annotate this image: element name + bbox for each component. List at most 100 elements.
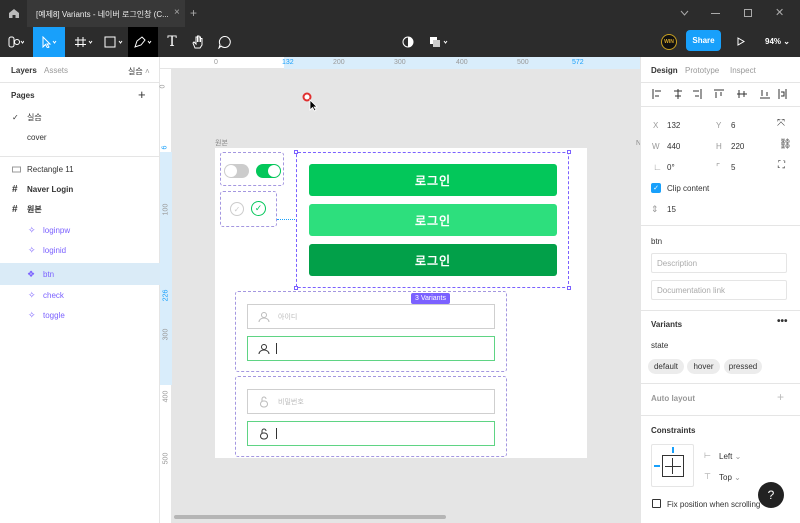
add-page-icon[interactable]: +	[138, 87, 146, 102]
resize-handle[interactable]	[567, 286, 571, 290]
variants-badge[interactable]: 3 Variants	[411, 293, 450, 304]
ruler-tick: 500	[162, 452, 170, 465]
x-input[interactable]: 132	[667, 121, 681, 130]
radius-input[interactable]: 5	[731, 163, 736, 172]
hand-icon	[192, 35, 203, 49]
tab-layers[interactable]: Layers	[11, 66, 37, 75]
shape-tool-button[interactable]	[101, 27, 127, 57]
spacing-input[interactable]: 15	[667, 205, 676, 214]
id-field-default[interactable]: 아이디	[247, 304, 495, 329]
main-menu-button[interactable]	[0, 27, 32, 57]
page-item-cover[interactable]: cover	[0, 127, 160, 147]
rotation-input[interactable]: 0°	[667, 163, 675, 172]
comment-tool-button[interactable]	[214, 27, 236, 57]
check-component-set[interactable]	[220, 191, 277, 227]
more-options-icon[interactable]: •••	[777, 316, 788, 327]
frame-label[interactable]: 원본	[215, 140, 228, 147]
variant-value-default[interactable]: default	[648, 359, 684, 374]
home-icon[interactable]	[8, 8, 20, 19]
resize-handle[interactable]	[294, 150, 298, 154]
clip-content-checkbox[interactable]: ✓	[651, 183, 661, 193]
maximize-icon[interactable]	[744, 9, 752, 17]
page-selector[interactable]: 실습 ˄	[128, 66, 150, 77]
pen-tool-button[interactable]	[128, 27, 158, 57]
loginpw-component-set[interactable]	[235, 376, 507, 457]
login-button-default[interactable]: 로그인	[309, 164, 557, 196]
add-auto-layout-icon[interactable]: +	[777, 390, 785, 404]
vertical-constraint-select[interactable]: Top ⌄	[719, 473, 741, 482]
vertical-ruler: 0 6 100 226 300 400 500	[159, 69, 172, 523]
hand-tool-button[interactable]	[187, 27, 209, 57]
description-input[interactable]: Description	[651, 253, 787, 273]
layer-naver-login[interactable]: # Naver Login	[0, 179, 160, 199]
login-button-pressed[interactable]: 로그인	[309, 244, 557, 276]
layer-loginid[interactable]: ✧ loginid	[0, 240, 160, 260]
id-placeholder: 아이디	[278, 313, 298, 321]
pw-field-focused[interactable]	[247, 421, 495, 446]
chevron-down-icon[interactable]	[680, 10, 689, 16]
layer-check[interactable]: ✧ check	[0, 285, 160, 305]
file-tab[interactable]: [예제8] Variants - 네이버 로그인창 (C... ×	[27, 0, 185, 27]
h-input[interactable]: 220	[731, 142, 745, 151]
pw-field-default[interactable]: 비밀번호	[247, 389, 495, 414]
fix-position-checkbox[interactable]	[652, 499, 661, 508]
login-button-hover[interactable]: 로그인	[309, 204, 557, 236]
y-input[interactable]: 6	[731, 121, 736, 130]
layer-원본[interactable]: # 원본	[0, 199, 160, 219]
frame-tool-button[interactable]	[69, 27, 99, 57]
id-field-focused[interactable]	[247, 336, 495, 361]
share-button[interactable]: Share	[686, 30, 721, 51]
horizontal-scrollbar[interactable]	[174, 515, 446, 519]
check-on-icon[interactable]: ✓	[251, 201, 266, 216]
text-tool-icon[interactable]: T	[167, 34, 177, 50]
tab-prototype[interactable]: Prototype	[685, 66, 720, 75]
new-tab-button[interactable]: +	[190, 6, 198, 20]
independent-corners-icon[interactable]: ⛶	[778, 160, 785, 171]
tab-assets[interactable]: Assets	[44, 66, 69, 75]
mask-button[interactable]	[398, 27, 418, 57]
help-button[interactable]: ?	[758, 482, 784, 508]
horizontal-constraint-select[interactable]: Left ⌄	[719, 452, 741, 461]
w-label: W	[652, 142, 660, 151]
play-icon[interactable]	[737, 37, 745, 46]
minimize-icon[interactable]	[711, 13, 720, 14]
zoom-dropdown[interactable]: 94% ⌄	[765, 37, 790, 46]
frame-label[interactable]: N	[636, 140, 642, 147]
avatar[interactable]: WIN	[661, 34, 677, 50]
documentation-link-input[interactable]: Documentation link	[651, 280, 787, 300]
variant-value-hover[interactable]: hover	[687, 359, 720, 374]
w-input[interactable]: 440	[667, 142, 681, 151]
layer-rectangle-11[interactable]: Rectangle 11	[0, 159, 160, 179]
fit-frame-icon[interactable]: ⤧	[777, 118, 785, 129]
component-button[interactable]	[428, 27, 452, 57]
constraints-widget[interactable]	[651, 444, 694, 487]
layer-btn[interactable]: ❖ btn	[0, 263, 160, 285]
constraint-top-indicator[interactable]	[672, 447, 674, 453]
layer-label: Rectangle 11	[27, 164, 74, 174]
variant-property-name[interactable]: state	[651, 341, 669, 350]
constrain-proportions-icon[interactable]: ⛓	[779, 139, 792, 150]
layer-label: 원본	[27, 204, 42, 214]
alignment-toolbar[interactable]	[651, 88, 791, 100]
btn-component-set[interactable]	[296, 152, 569, 288]
toggle-component-set[interactable]	[220, 152, 284, 186]
tab-design[interactable]: Design	[651, 66, 678, 75]
resize-handle[interactable]	[567, 150, 571, 154]
loginid-component-set[interactable]	[235, 291, 507, 372]
toggle-off[interactable]	[224, 164, 249, 178]
variant-value-pressed[interactable]: pressed	[724, 359, 762, 374]
toggle-on[interactable]	[256, 164, 281, 178]
ruler-tick: 226	[162, 289, 170, 302]
close-window-icon[interactable]: ✕	[775, 7, 785, 19]
resize-handle[interactable]	[294, 286, 298, 290]
layer-loginpw[interactable]: ✧ loginpw	[0, 220, 160, 240]
contrast-icon	[402, 36, 414, 48]
divider	[640, 106, 800, 107]
page-item-실습[interactable]: ✓ 실습	[0, 107, 160, 127]
check-off-icon[interactable]: ✓	[230, 202, 244, 216]
layer-toggle[interactable]: ✧ toggle	[0, 305, 160, 325]
tab-inspect[interactable]: Inspect	[730, 66, 756, 75]
move-tool-button[interactable]	[33, 27, 65, 57]
constraint-left-indicator[interactable]	[654, 465, 660, 467]
close-tab-icon[interactable]: ×	[174, 7, 180, 18]
